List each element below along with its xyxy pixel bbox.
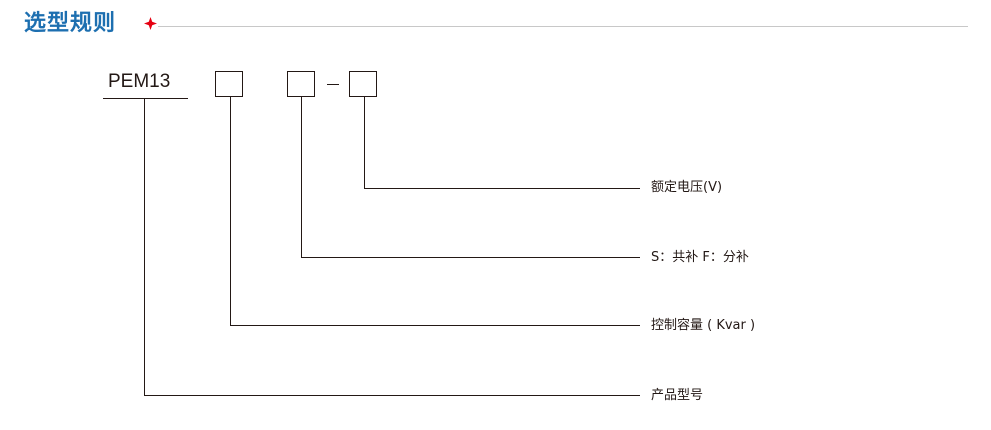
label-compensation-type: S：共补 F：分补 (651, 250, 749, 265)
capacity-code-box (215, 71, 243, 97)
label-rated-voltage: 额定电压(V) (651, 180, 723, 195)
connector-compensation-type (301, 97, 640, 258)
connector-control-capacity (230, 97, 640, 326)
label-control-capacity: 控制容量 ( Kvar ) (651, 318, 756, 333)
section-title: 选型规则 (24, 11, 117, 36)
label-product-model: 产品型号 (651, 388, 704, 403)
voltage-code-box (349, 71, 377, 97)
connector-product-model (144, 99, 640, 396)
header-divider (158, 26, 968, 27)
connector-rated-voltage (364, 97, 640, 189)
code-separator (327, 84, 339, 85)
model-prefix-underline (103, 98, 188, 99)
compensation-code-box (287, 71, 315, 97)
model-prefix: PEM13 (108, 71, 171, 92)
diamond-icon (144, 17, 157, 30)
